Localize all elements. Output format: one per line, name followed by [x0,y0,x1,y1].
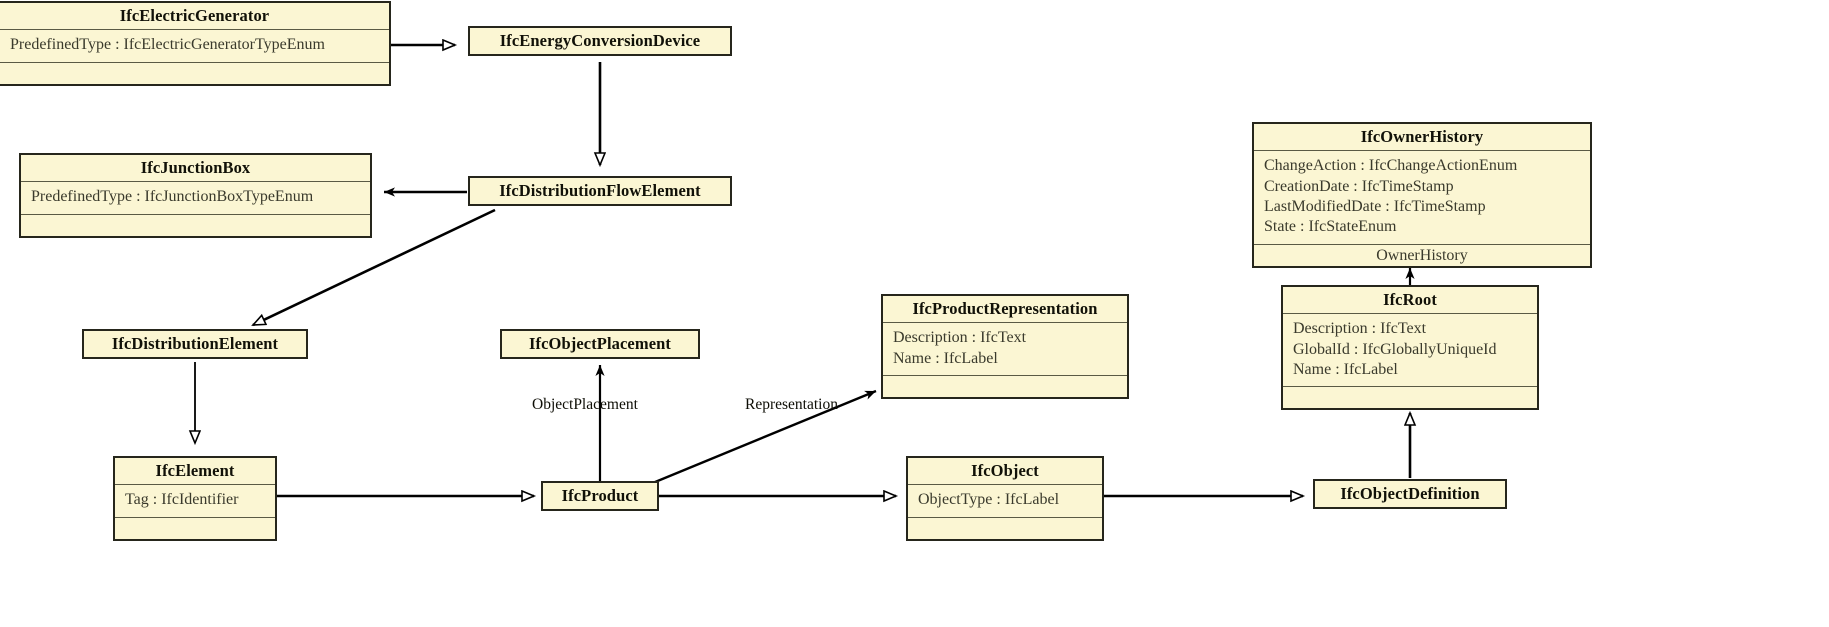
class-name: IfcElectricGenerator [119,6,270,25]
class-name: IfcDistributionFlowElement [499,181,701,200]
attribute-row: PredefinedType : IfcElectricGeneratorTyp… [10,36,325,54]
attribute-row: LastModifiedDate : IfcTimeStamp [1264,197,1486,215]
class-operations [0,63,389,84]
class-box-ifcelectricgenerator[interactable]: IfcElectricGenerator PredefinedType : If… [0,1,391,86]
attribute-row: CreationDate : IfcTimeStamp [1264,177,1454,195]
edge-distributionflowelement-to-distributionelement [253,208,496,327]
class-name: IfcObjectPlacement [529,334,671,353]
class-name: IfcObjectDefinition [1340,484,1480,503]
class-separator [0,29,389,31]
attribute-row: ObjectType : IfcLabel [918,491,1060,509]
class-operations [1283,387,1537,408]
class-separator [115,484,275,486]
class-attributes: Tag : IfcIdentifier [115,485,275,516]
class-separator [1283,386,1537,388]
class-name: IfcElement [155,461,235,480]
attribute-row: Name : IfcLabel [1293,360,1398,378]
attribute-row: PredefinedType : IfcJunctionBoxTypeEnum [31,188,314,206]
class-name: IfcRoot [1383,290,1437,309]
class-separator [908,516,1102,518]
attribute-row: Tag : IfcIdentifier [125,491,239,509]
attribute-row: State : IfcStateEnum [1264,218,1397,236]
class-separator [21,213,370,215]
class-attributes: Description : IfcText Name : IfcLabel [883,323,1127,375]
class-operations [115,518,275,539]
class-box-ifcobject[interactable]: IfcObject ObjectType : IfcLabel [906,456,1104,541]
class-separator [908,484,1102,486]
class-name: IfcOwnerHistory [1360,127,1484,146]
class-name: IfcProduct [561,486,639,505]
class-separator [883,374,1127,376]
edge-label-representation: Representation [745,396,838,413]
class-separator [0,61,389,63]
class-box-ifcownerhistory[interactable]: IfcOwnerHistory ChangeAction : IfcChange… [1252,122,1592,269]
attribute-row: GlobalId : IfcGloballyUniqueId [1293,340,1497,358]
class-box-ifcroot[interactable]: IfcRoot Description : IfcText GlobalId :… [1281,285,1539,411]
class-attributes: PredefinedType : IfcElectricGeneratorTyp… [0,30,389,61]
class-box-ifcdistributionflowelement[interactable]: IfcDistributionFlowElement [468,176,732,207]
class-separator [883,322,1127,324]
edge-label-objectplacement: ObjectPlacement [532,396,638,413]
class-attributes: ChangeAction : IfcChangeActionEnum Creat… [1254,151,1590,243]
class-attributes: PredefinedType : IfcJunctionBoxTypeEnum [21,182,370,213]
class-attributes: ObjectType : IfcLabel [908,485,1102,516]
class-box-ifcobjectdefinition[interactable]: IfcObjectDefinition [1313,479,1507,510]
attribute-row: Name : IfcLabel [893,349,998,367]
class-name: IfcJunctionBox [140,158,251,177]
class-separator [1254,243,1590,245]
class-box-ifcenergyconversiondevice[interactable]: IfcEnergyConversionDevice [468,26,732,57]
attribute-row: Description : IfcText [1293,320,1427,338]
class-name: IfcProductRepresentation [912,299,1098,318]
class-attributes: Description : IfcText GlobalId : IfcGlob… [1283,314,1537,386]
class-box-ifcobjectplacement[interactable]: IfcObjectPlacement [500,329,700,360]
class-operations [908,518,1102,539]
class-name: IfcEnergyConversionDevice [499,31,701,50]
class-separator [21,181,370,183]
class-separator [1254,150,1590,152]
class-operations [21,215,370,236]
edge-product-to-productrepresentation [642,389,877,489]
class-box-ifcelement[interactable]: IfcElement Tag : IfcIdentifier [113,456,277,541]
class-box-ifcproduct[interactable]: IfcProduct [541,481,659,512]
class-box-ifcproductrepresentation[interactable]: IfcProductRepresentation Description : I… [881,294,1129,399]
class-box-ifcjunctionbox[interactable]: IfcJunctionBox PredefinedType : IfcJunct… [19,153,372,238]
class-operations: OwnerHistory [1376,246,1468,264]
attribute-row: Description : IfcText [893,329,1027,347]
attribute-row: ChangeAction : IfcChangeActionEnum [1264,157,1518,175]
class-separator [1283,313,1537,315]
class-separator [115,516,275,518]
class-name: IfcObject [971,461,1039,480]
class-operations [883,376,1127,397]
class-name: IfcDistributionElement [111,334,279,353]
class-box-ifcdistributionelement[interactable]: IfcDistributionElement [82,329,308,360]
